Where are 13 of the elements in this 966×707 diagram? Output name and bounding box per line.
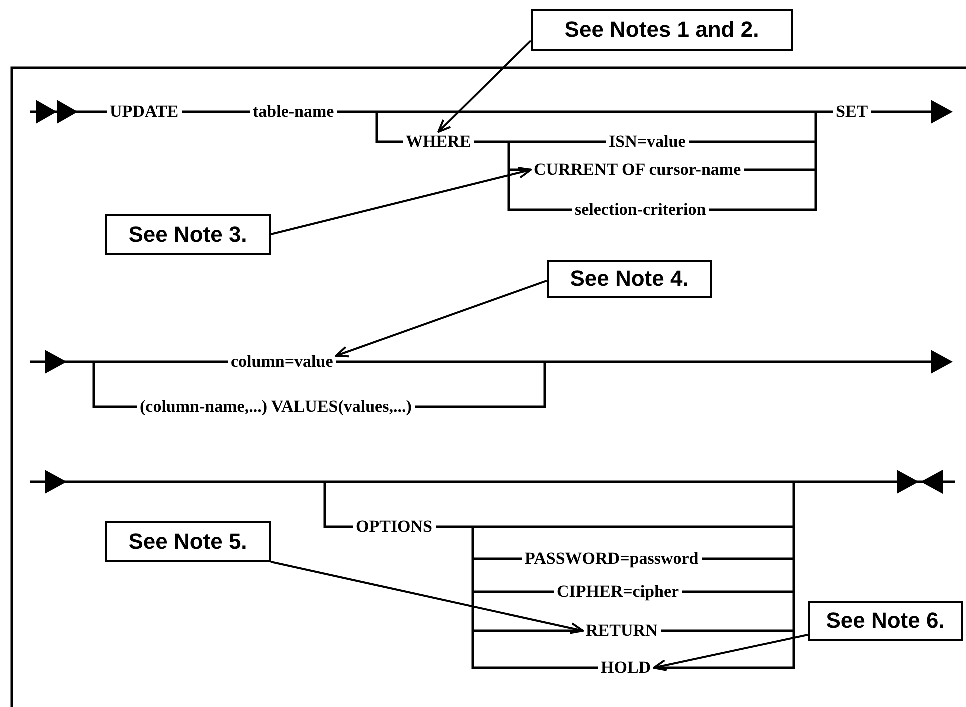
leader-line bbox=[270, 561, 584, 634]
syntax-term: PASSWORD=password bbox=[522, 549, 702, 569]
syntax-term: CIPHER=cipher bbox=[554, 582, 682, 602]
leader-line bbox=[653, 634, 808, 672]
leader-line bbox=[335, 280, 548, 358]
note-callout: See Note 6. bbox=[808, 601, 963, 641]
syntax-term: (column-name,...) VALUES(values,...) bbox=[137, 397, 415, 417]
note-callout: See Note 3. bbox=[105, 214, 271, 255]
note-callout: See Note 4. bbox=[547, 260, 712, 298]
note-callout: See Notes 1 and 2. bbox=[531, 9, 793, 51]
leader-line bbox=[270, 167, 532, 236]
note-callout: See Note 5. bbox=[105, 521, 271, 562]
leader-line bbox=[438, 40, 532, 133]
